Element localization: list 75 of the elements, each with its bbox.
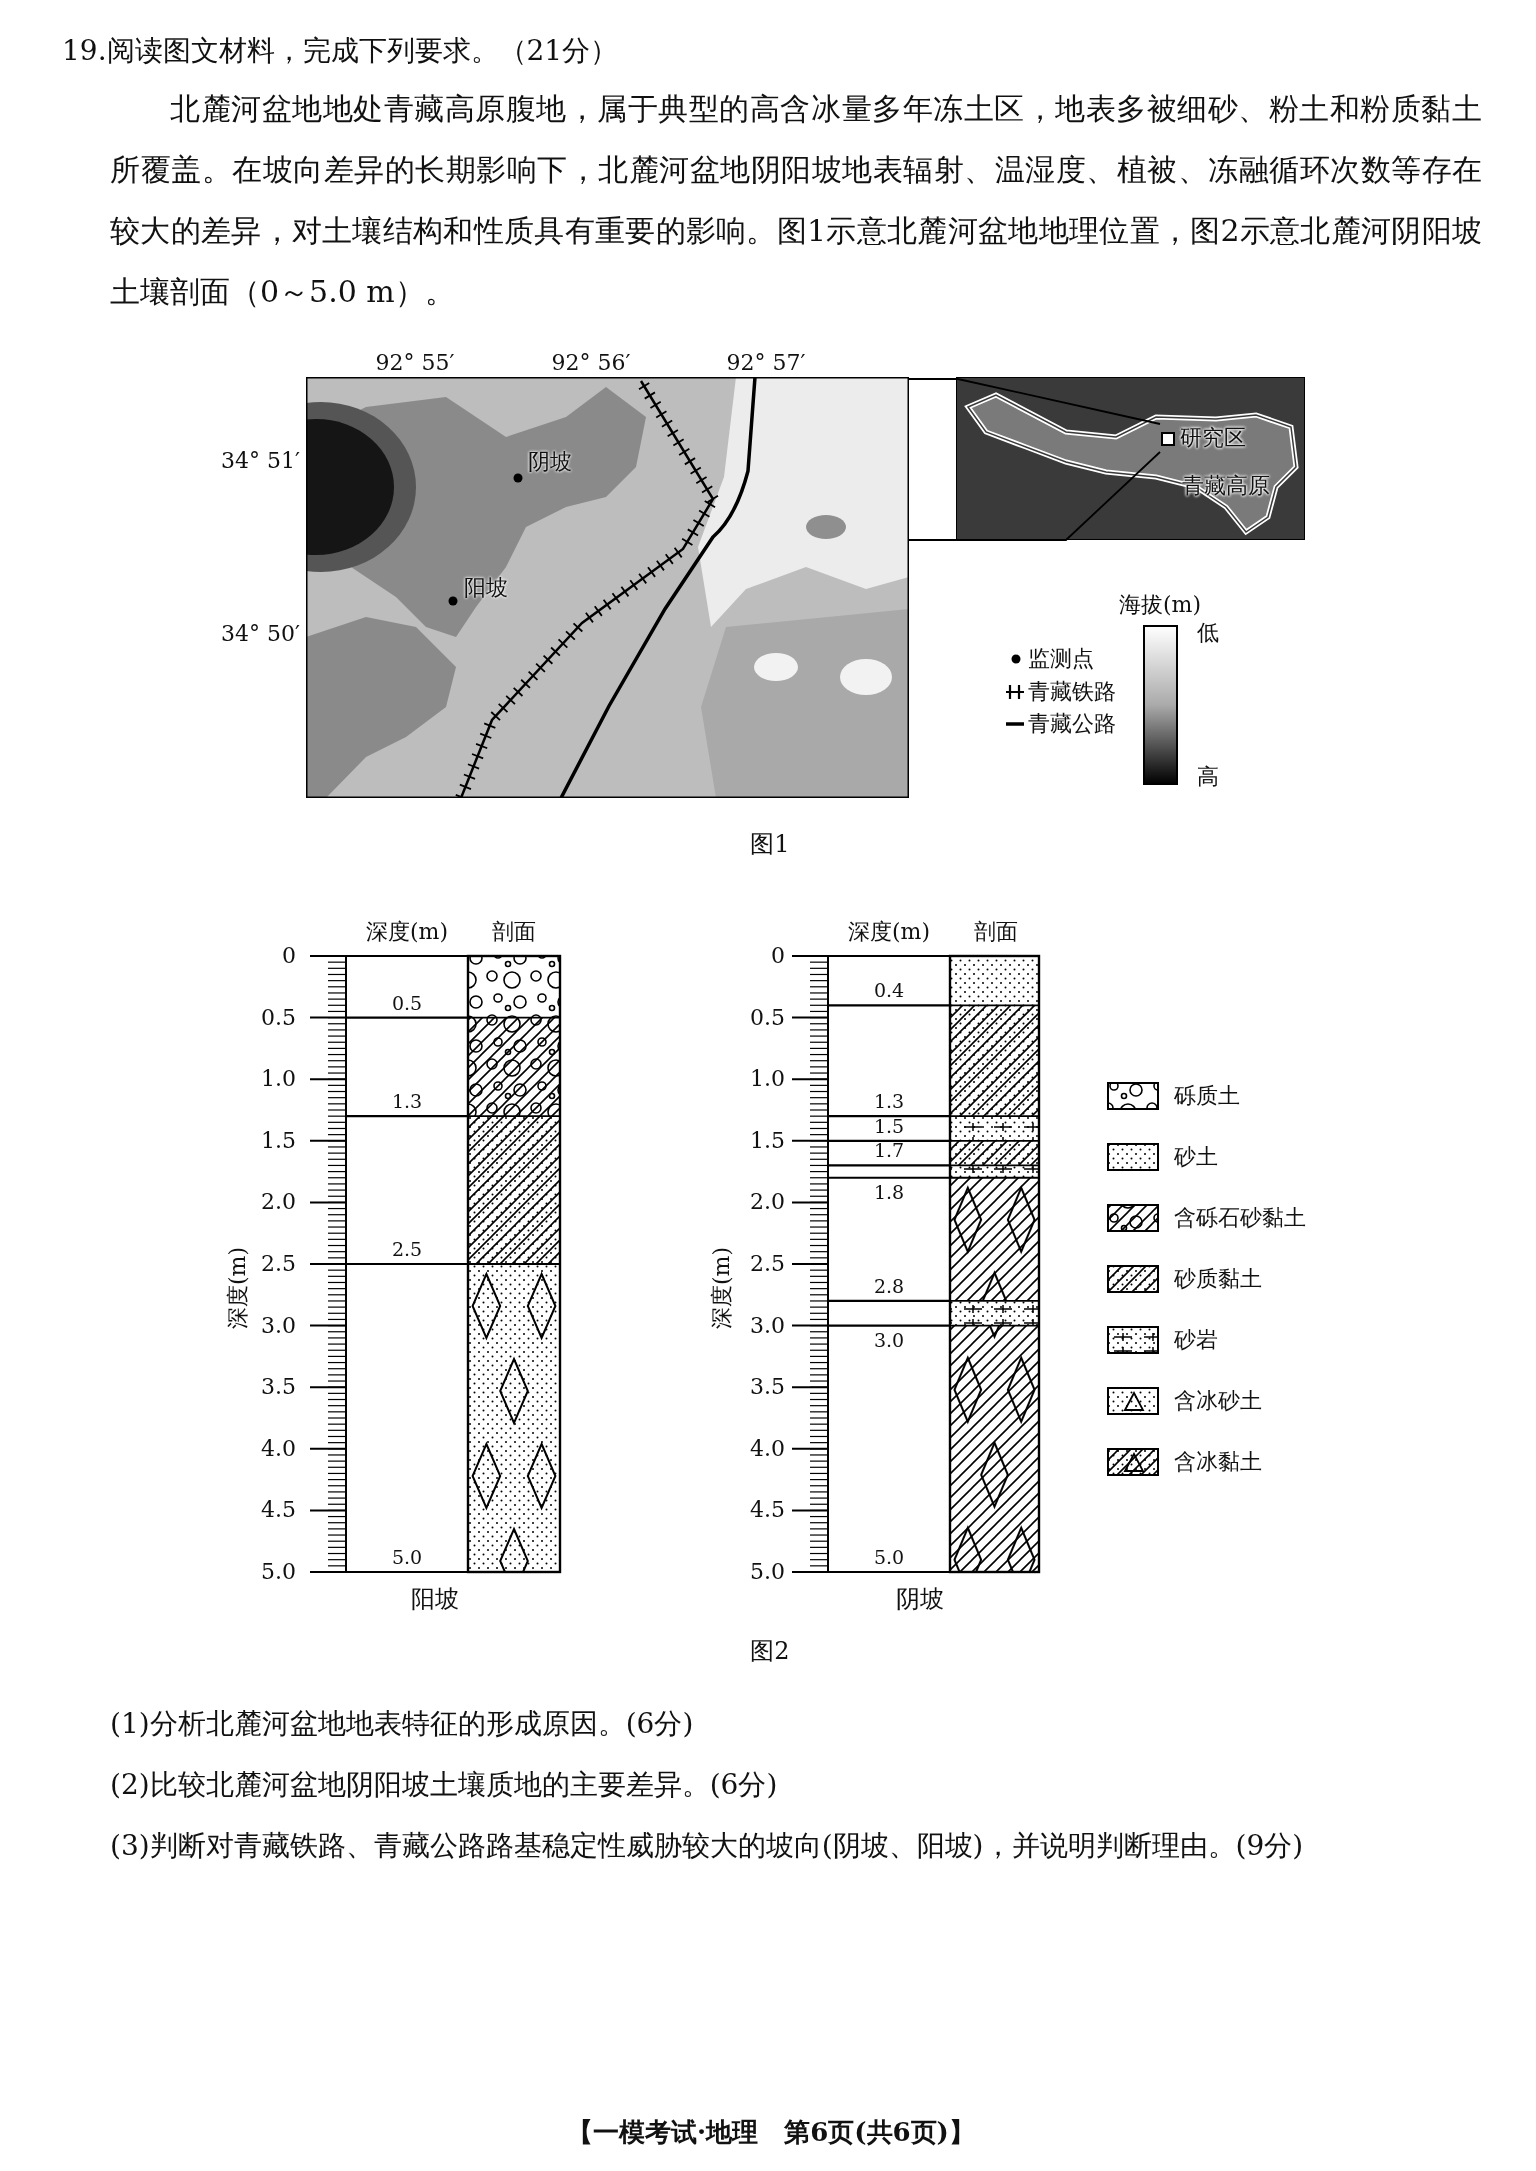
- color-bar-label: 低: [1197, 620, 1219, 646]
- axis-tick-label: 4.0: [750, 1436, 785, 1462]
- column-header: 剖面: [492, 919, 536, 945]
- depth-value: 5.0: [873, 1547, 905, 1569]
- legend-label: 砾质土: [1174, 1083, 1240, 1109]
- color-bar-label: 高: [1197, 764, 1219, 790]
- legend-label: 砂土: [1174, 1144, 1218, 1170]
- axis-tick-label: 1.0: [750, 1066, 785, 1092]
- axis-tick-label: 3.5: [261, 1374, 296, 1400]
- axis-tick-label: 5.0: [750, 1559, 785, 1585]
- latitude-label: 34° 50′: [221, 621, 300, 647]
- column-header: 剖面: [974, 919, 1018, 945]
- latitude-label: 34° 51′: [221, 448, 300, 474]
- zoom-line: [908, 378, 1161, 425]
- slope-label: 阳坡: [411, 1586, 459, 1614]
- depth-value: 2.8: [873, 1276, 905, 1298]
- depth-value: 1.3: [391, 1091, 423, 1114]
- legend-title: 海拔(m): [1119, 592, 1201, 618]
- depth-value: 1.5: [873, 1115, 905, 1138]
- axis-tick-label: 3.0: [261, 1312, 296, 1339]
- legend-label: 监测点: [1028, 646, 1094, 672]
- depth-value: 0.5: [391, 992, 423, 1015]
- legend-label: 青藏公路: [1028, 711, 1116, 737]
- depth-value: 5.0: [391, 1547, 423, 1569]
- legend-label: 青藏铁路: [1028, 679, 1116, 705]
- axis-tick-label: 2.0: [261, 1189, 296, 1216]
- zoom-line: [908, 451, 1161, 541]
- longitude-label: 92° 56′: [551, 350, 631, 376]
- legend-label: 含冰黏土: [1174, 1449, 1262, 1475]
- axis-tick-label: 0: [282, 943, 296, 969]
- slope-label: 阴坡: [896, 1586, 944, 1614]
- axis-tick-label: 4.5: [750, 1497, 785, 1524]
- legend-label: 砂质黏土: [1174, 1266, 1262, 1292]
- axis-tick-label: 3.5: [750, 1374, 785, 1400]
- place-label: 青藏高原: [1182, 473, 1270, 499]
- axis-tick-label: 5.0: [261, 1559, 296, 1585]
- depth-value: 1.3: [873, 1091, 905, 1114]
- axis-tick-label: 0: [771, 943, 785, 969]
- axis-tick-label: 2.0: [750, 1189, 785, 1216]
- axis-tick-label: 4.0: [261, 1436, 296, 1462]
- axis-title: 深度(m): [709, 1247, 735, 1329]
- depth-value: 1.7: [873, 1140, 905, 1163]
- axis-tick-label: 3.0: [750, 1312, 785, 1339]
- column-header: 深度(m): [848, 919, 930, 945]
- sub-question: (2)比较北麓河盆地阴阳坡土壤质地的主要差异。(6分): [110, 1768, 778, 1802]
- axis-tick-label: 2.5: [261, 1251, 296, 1277]
- depth-value: 1.8: [873, 1181, 905, 1204]
- longitude-label: 92° 57′: [726, 350, 806, 376]
- question-text: 北麓河盆地地处青藏高原腹地，属于典型的高含冰量多年冻土区，地表多被细砂、粉土和粉质黏土所覆盖。在坡向差异的长期影响下，北麓河盆地阴阳坡地表辐射、温湿度、植被、冻融循环次数等存在较大的差异，对土壤结构和性质具有重要的影响。图1示意北麓河盆地地理位置，图2示意北麓河阴阳坡土壤剖面（0～5.0 m）。: [110, 90, 1482, 311]
- place-label: 阴坡: [528, 449, 572, 475]
- axis-tick-label: 0.5: [261, 1004, 296, 1031]
- figure-caption: 图1: [750, 831, 790, 859]
- depth-value: 0.4: [873, 980, 905, 1003]
- legend-label: 含冰砂土: [1174, 1388, 1262, 1414]
- column-header: 深度(m): [366, 919, 448, 945]
- depth-value: 2.5: [391, 1239, 423, 1261]
- page-footer: 【一模考试·地理 第6页(共6页)】: [567, 2118, 975, 2148]
- axis-tick-label: 1.5: [750, 1128, 785, 1154]
- axis-tick-label: 4.5: [261, 1497, 296, 1524]
- question-heading: 19.阅读图文材料，完成下列要求。（21分）: [62, 34, 619, 68]
- place-label: 研究区: [1180, 424, 1246, 452]
- legend-label: 含砾石砂黏土: [1174, 1205, 1306, 1231]
- longitude-label: 92° 55′: [375, 350, 455, 376]
- elevation-map: [306, 377, 909, 798]
- depth-value: 3.0: [873, 1329, 905, 1352]
- legend-label: 砂岩: [1174, 1327, 1218, 1353]
- axis-tick-label: 1.0: [261, 1066, 296, 1092]
- figure-caption: 图2: [750, 1638, 790, 1666]
- place-label: 阳坡: [464, 575, 508, 601]
- axis-tick-label: 2.5: [750, 1251, 785, 1277]
- axis-title: 深度(m): [225, 1247, 251, 1329]
- axis-tick-label: 1.5: [261, 1128, 296, 1154]
- sub-question: (3)判断对青藏铁路、青藏公路路基稳定性威胁较大的坡向(阴坡、阳坡)，并说明判断理由。(9分): [110, 1829, 1304, 1863]
- axis-tick-label: 0.5: [750, 1004, 785, 1031]
- sub-question: (1)分析北麓河盆地地表特征的形成原因。(6分): [110, 1707, 694, 1741]
